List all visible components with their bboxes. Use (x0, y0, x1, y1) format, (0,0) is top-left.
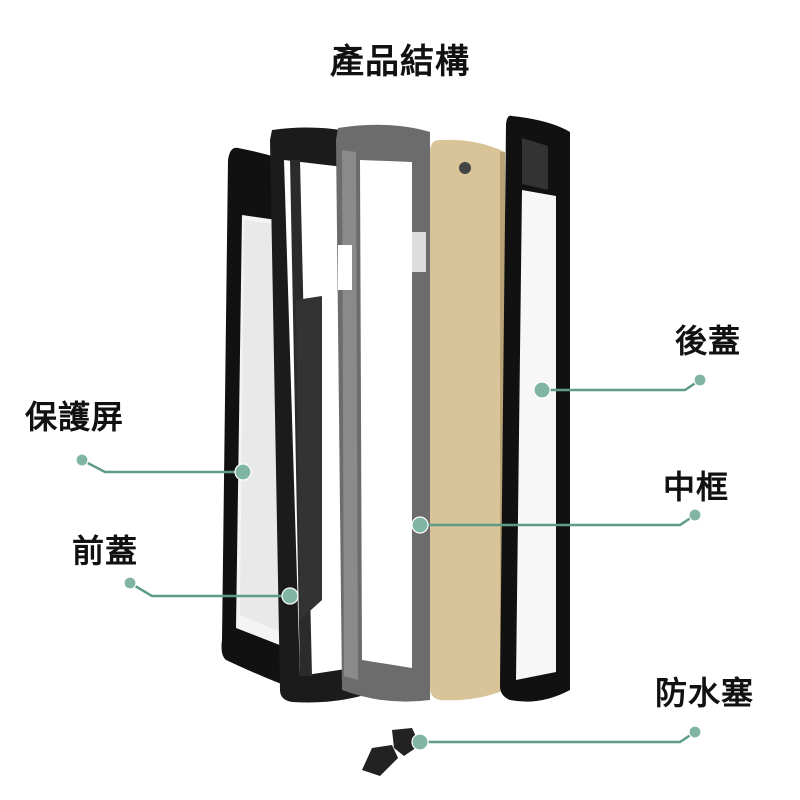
back-cover-part (500, 115, 570, 702)
label-back-cover: 後蓋 (675, 322, 742, 360)
label-screen-protector: 保護屏 (25, 398, 125, 436)
phone-part (430, 139, 505, 701)
diagram-title: 產品結構 (330, 42, 470, 82)
waterproof-plug-part (362, 728, 420, 776)
callout-markers (75, 373, 707, 751)
label-front-cover: 前蓋 (72, 532, 139, 570)
middle-frame-part (336, 124, 430, 702)
label-middle-frame: 中框 (663, 468, 730, 506)
label-waterproof-plug: 防水塞 (655, 674, 755, 712)
